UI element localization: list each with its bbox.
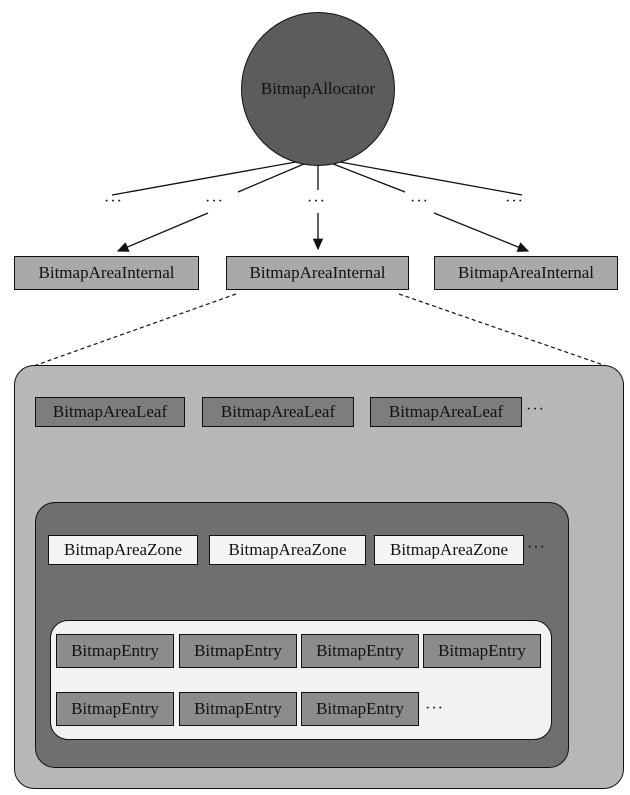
- edge-root-fan-5: [317, 157, 523, 196]
- node-bitmap-entry: BitmapEntry: [301, 634, 419, 668]
- root-label: BitmapAllocator: [260, 79, 376, 98]
- ellipsis: ···: [307, 193, 326, 210]
- node-label: BitmapEntry: [194, 641, 282, 660]
- ellipsis: ···: [527, 539, 546, 556]
- node-label: BitmapAreaZone: [63, 540, 182, 559]
- node-bitmap-entry: BitmapEntry: [179, 692, 297, 726]
- node-bitmap-entry: BitmapEntry: [423, 634, 541, 668]
- node-label: BitmapAreaLeaf: [52, 402, 168, 421]
- node-bitmap-area-leaf: BitmapAreaLeaf: [370, 397, 522, 427]
- node-bitmap-entry: BitmapEntry: [56, 634, 174, 668]
- ellipsis: ···: [104, 193, 123, 210]
- node-label: BitmapEntry: [194, 699, 282, 718]
- node-bitmap-entry: BitmapEntry: [179, 634, 297, 668]
- node-bitmap-entry: BitmapEntry: [56, 692, 174, 726]
- node-label: BitmapEntry: [71, 641, 159, 660]
- node-bitmap-area-leaf: BitmapAreaLeaf: [202, 397, 354, 427]
- node-bitmap-entry: BitmapEntry: [301, 692, 419, 726]
- root-node-bitmap-allocator: BitmapAllocator: [241, 12, 395, 166]
- ellipsis: ···: [505, 193, 524, 210]
- node-bitmap-area-zone: BitmapAreaZone: [374, 535, 524, 565]
- node-bitmap-area-internal: BitmapAreaInternal: [434, 256, 618, 290]
- arrow-to-internal-1: [116, 212, 209, 252]
- expand-line-right: [398, 293, 613, 369]
- node-label: BitmapAreaZone: [228, 540, 347, 559]
- node-bitmap-area-leaf: BitmapAreaLeaf: [35, 397, 185, 427]
- node-label: BitmapEntry: [316, 699, 404, 718]
- node-label: BitmapAreaZone: [389, 540, 508, 559]
- node-label: BitmapAreaInternal: [249, 263, 386, 282]
- node-label: BitmapEntry: [316, 641, 404, 660]
- node-label: BitmapAreaInternal: [38, 263, 175, 282]
- edge-root-fan-1: [111, 157, 319, 196]
- ellipsis: ···: [205, 193, 224, 210]
- ellipsis: ···: [410, 193, 429, 210]
- ellipsis: ···: [526, 401, 545, 418]
- expand-line-left: [27, 293, 237, 369]
- node-label: BitmapAreaLeaf: [388, 402, 504, 421]
- node-bitmap-area-internal: BitmapAreaInternal: [226, 256, 409, 290]
- node-bitmap-area-zone: BitmapAreaZone: [209, 535, 366, 565]
- node-bitmap-area-internal: BitmapAreaInternal: [14, 256, 199, 290]
- node-label: BitmapEntry: [71, 699, 159, 718]
- ellipsis: ···: [425, 700, 444, 717]
- node-label: BitmapAreaInternal: [458, 263, 594, 282]
- node-label: BitmapAreaLeaf: [220, 402, 336, 421]
- arrow-to-internal-3: [433, 212, 530, 252]
- node-bitmap-area-zone: BitmapAreaZone: [48, 535, 198, 565]
- node-label: BitmapEntry: [438, 641, 526, 660]
